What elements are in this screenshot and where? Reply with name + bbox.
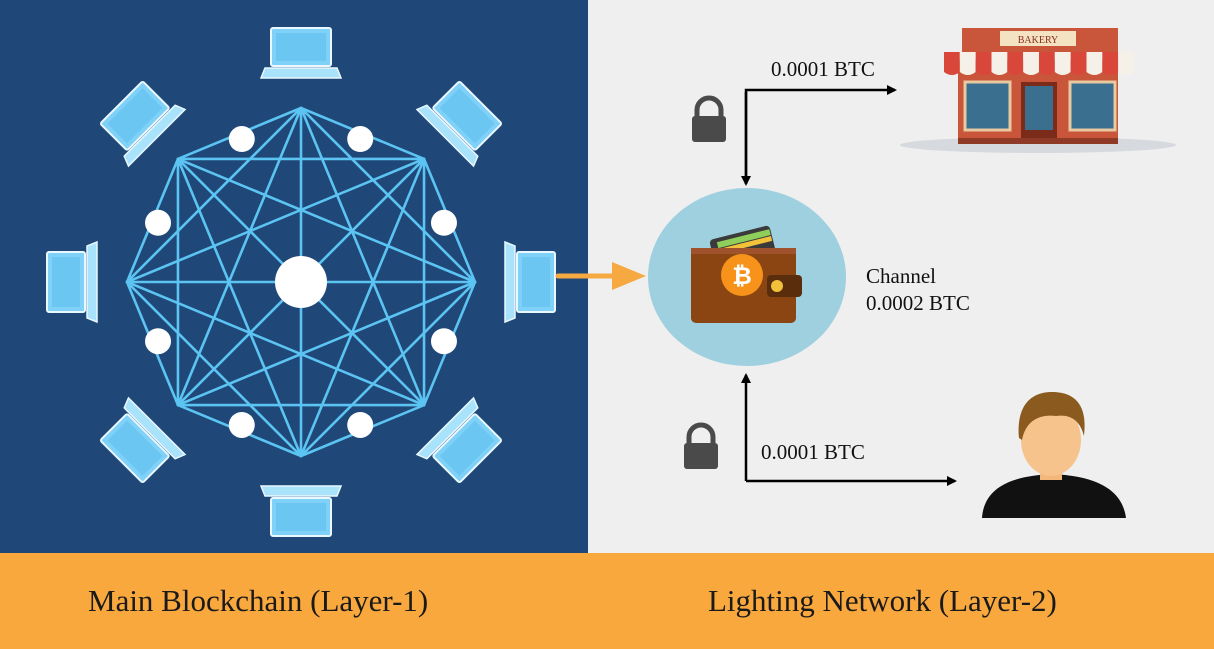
network-node bbox=[145, 328, 172, 355]
layer2-caption: Lighting Network (Layer-2) bbox=[708, 583, 1057, 618]
laptop-icon bbox=[415, 81, 502, 168]
network-link bbox=[125, 157, 426, 284]
payment-flow-bottom bbox=[741, 373, 957, 486]
laptop-icon bbox=[100, 81, 187, 168]
laptop-icon bbox=[259, 485, 343, 537]
network-link bbox=[176, 157, 303, 458]
laptop-icon bbox=[504, 240, 556, 324]
layer1-caption: Main Blockchain (Layer-1) bbox=[88, 583, 429, 618]
channel-label: Channel bbox=[866, 264, 936, 288]
network-link bbox=[125, 280, 303, 458]
bakery-sign-text: BAKERY bbox=[1018, 35, 1059, 46]
laptop-icon bbox=[46, 240, 98, 324]
laptop-icon bbox=[415, 396, 502, 483]
lock-icon bbox=[692, 95, 726, 142]
network-node bbox=[430, 328, 457, 355]
top-payment-label: 0.0001 BTC bbox=[771, 57, 875, 81]
network-node bbox=[347, 126, 374, 153]
network-node bbox=[228, 411, 255, 438]
payment-flow-top bbox=[741, 85, 897, 186]
laptop-icon bbox=[100, 396, 187, 483]
bitcoin-symbol: ₿ bbox=[732, 263, 752, 290]
network-link bbox=[176, 106, 303, 407]
lock-icon bbox=[684, 422, 718, 469]
network-link bbox=[299, 157, 426, 458]
network-link bbox=[299, 106, 426, 407]
channel-amount-label: 0.0002 BTC bbox=[866, 291, 970, 315]
central-node bbox=[275, 256, 327, 308]
layer-connector-arrow-icon bbox=[555, 262, 646, 290]
bitcoin-icon: ₿ bbox=[721, 254, 763, 296]
caption-bar bbox=[0, 553, 1214, 649]
network-node bbox=[347, 411, 374, 438]
network-node bbox=[430, 209, 457, 236]
network-node bbox=[228, 126, 255, 153]
network-node bbox=[145, 209, 172, 236]
laptop-ring bbox=[46, 27, 556, 537]
mesh-nodes bbox=[145, 126, 457, 438]
network-link bbox=[125, 280, 426, 407]
network-link bbox=[176, 280, 477, 407]
laptop-icon bbox=[259, 27, 343, 79]
bottom-payment-label: 0.0001 BTC bbox=[761, 440, 865, 464]
user-icon bbox=[982, 392, 1126, 518]
network-link bbox=[176, 157, 477, 284]
bakery-store-icon: BAKERY bbox=[900, 28, 1176, 153]
